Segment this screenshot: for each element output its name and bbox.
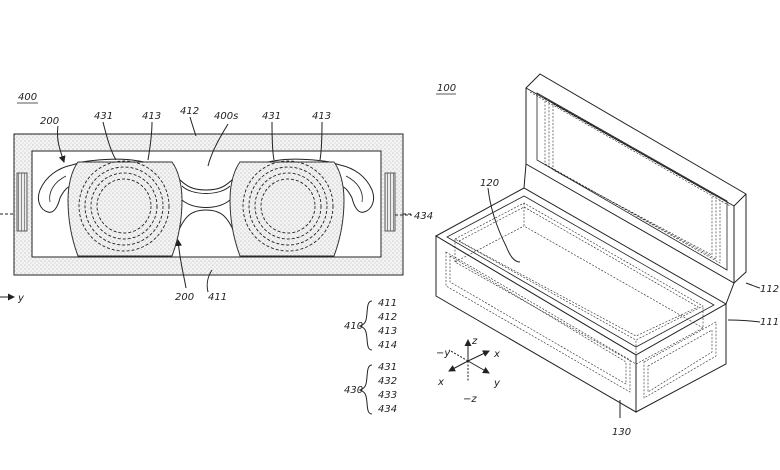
axis-label-z: z <box>471 336 478 347</box>
legend-410-label: 410 <box>344 321 363 332</box>
legend-410-item-3: 414 <box>378 340 397 351</box>
label-434: 434 <box>414 211 433 222</box>
side-pad-left-434 <box>16 172 28 232</box>
legend-430: 430 431 432 433 434 <box>344 362 397 415</box>
axis-label-neg-y: −y <box>436 348 451 359</box>
ref-400: 400 <box>18 92 37 103</box>
label-200-top: 200 <box>40 116 59 127</box>
label-112: 112 <box>760 284 779 295</box>
label-111: 111 <box>760 317 779 328</box>
label-413-right: 413 <box>312 111 331 122</box>
legend-410: 410 411 412 413 414 <box>344 298 397 351</box>
right-figure: 100 <box>434 73 761 418</box>
legend-430-item-2: 433 <box>378 390 397 401</box>
lens-left-431 <box>78 160 170 252</box>
legend-410-item-1: 412 <box>378 312 397 323</box>
ref-100: 100 <box>437 83 456 94</box>
left-labels: 200 431 413 412 400s 431 413 434 200 411… <box>17 106 433 304</box>
lens-right-431 <box>242 160 334 252</box>
axis-label-neg-z: −z <box>463 394 477 405</box>
axis-label-x: x <box>493 349 500 360</box>
label-413-left: 413 <box>142 111 161 122</box>
left-figure: 400 <box>0 92 412 301</box>
lens-support-left-413 <box>67 161 183 257</box>
base-111 <box>434 163 735 413</box>
label-200-bottom: 200 <box>175 292 194 303</box>
axis-label-y-left: y <box>17 293 25 304</box>
axis-label-y: y <box>493 378 501 389</box>
label-120: 120 <box>480 178 499 189</box>
label-400s: 400s <box>214 111 238 122</box>
right-labels: 120 112 111 130 <box>480 178 779 438</box>
legend-410-item-0: 411 <box>378 298 397 309</box>
axis-label-neg-x-left: x <box>437 377 444 388</box>
label-431-right: 431 <box>262 111 281 122</box>
legend-430-item-1: 432 <box>378 376 397 387</box>
label-412: 412 <box>180 106 199 117</box>
label-431-left: 431 <box>94 111 113 122</box>
label-130: 130 <box>612 427 631 438</box>
axis-indicator: z −z x x y −y <box>436 336 501 405</box>
legend-430-item-0: 431 <box>378 362 397 373</box>
label-411: 411 <box>208 292 227 303</box>
legend-430-item-3: 434 <box>378 404 397 415</box>
side-pad-right-434 <box>384 172 396 232</box>
legend-410-item-2: 413 <box>378 326 397 337</box>
legend-430-label: 430 <box>344 385 363 396</box>
lens-support-right-413 <box>229 161 345 257</box>
